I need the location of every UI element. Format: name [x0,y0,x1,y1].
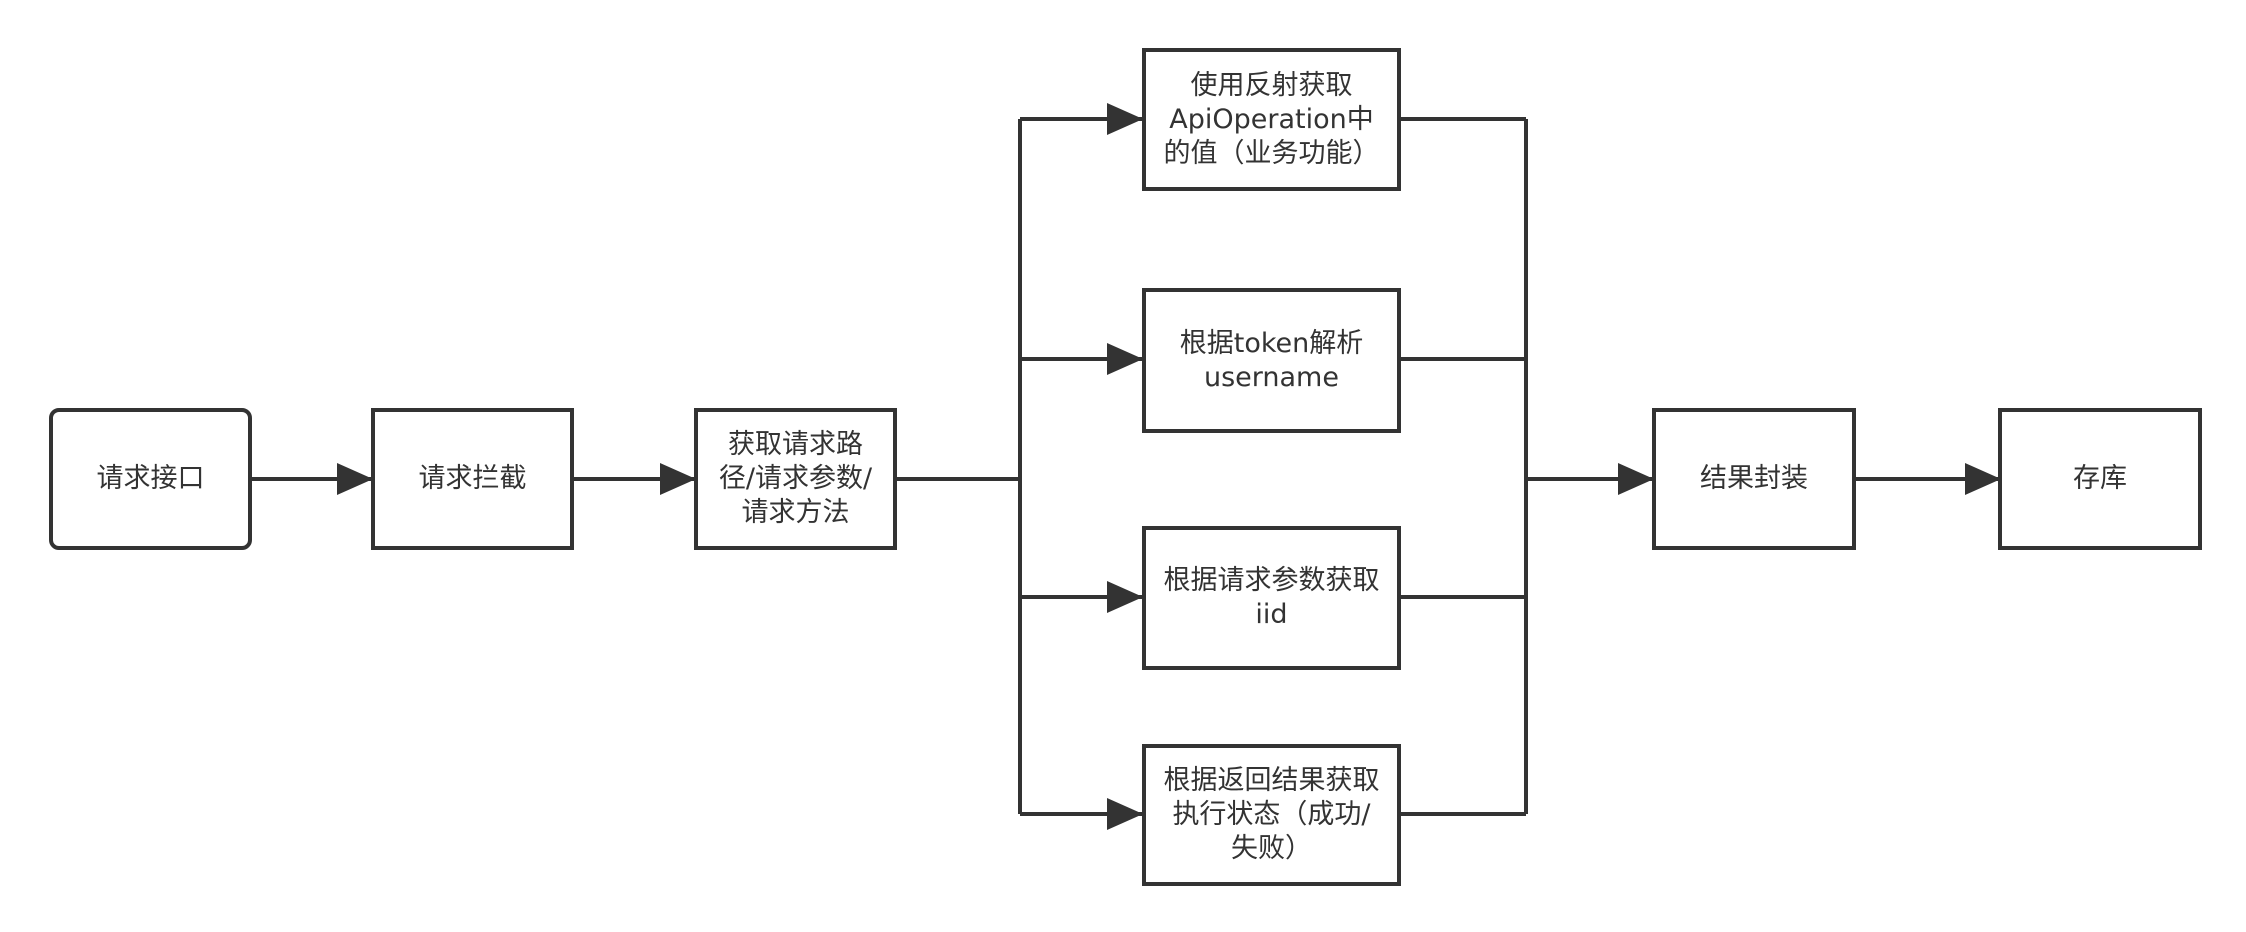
node-result-package: 结果封装 [1652,408,1856,550]
node-reflect-apioperation: 使用反射获取 ApiOperation中 的值（业务功能） [1142,48,1401,191]
node-token-username: 根据token解析 username [1142,288,1401,433]
node-request-intercept: 请求拦截 [371,408,574,550]
node-store-db: 存库 [1998,408,2202,550]
node-result-status: 根据返回结果获取 执行状态（成功/ 失败） [1142,744,1401,886]
node-get-request-info: 获取请求路 径/请求参数/ 请求方法 [694,408,897,550]
node-request-api: 请求接口 [49,408,252,550]
node-param-iid: 根据请求参数获取 iid [1142,526,1401,670]
